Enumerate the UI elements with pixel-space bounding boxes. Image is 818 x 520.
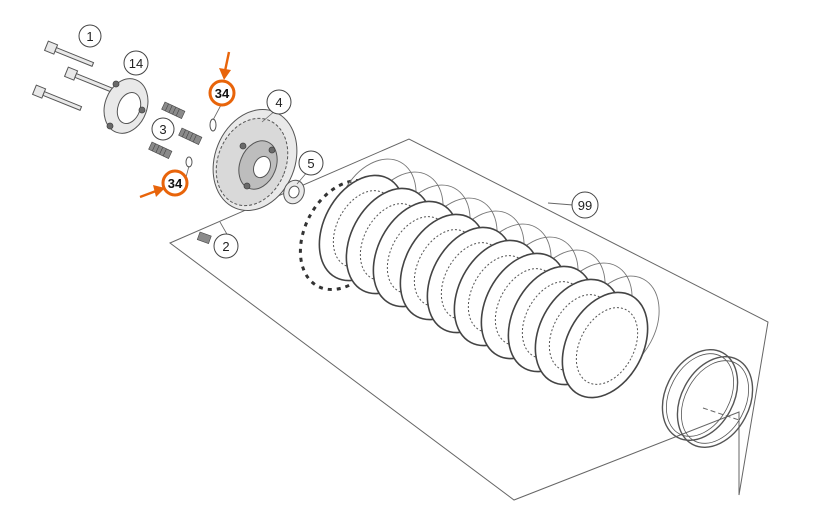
bearing-5 (283, 179, 305, 205)
svg-text:2: 2 (222, 239, 229, 254)
svg-text:14: 14 (129, 56, 143, 71)
callout-34-left: 34 (161, 169, 189, 197)
svg-text:34: 34 (215, 86, 230, 101)
svg-text:3: 3 (159, 122, 166, 137)
highlight-arrow-left (139, 185, 165, 199)
cover-plate-14 (103, 78, 149, 134)
friction-plate (561, 291, 649, 399)
small-spring-2 (196, 231, 212, 245)
callout-5: 5 (298, 150, 324, 176)
callout-1: 1 (78, 24, 102, 48)
callout-99: 99 (571, 191, 599, 219)
callout-2: 2 (213, 233, 239, 259)
clutch-basket-4 (212, 109, 298, 211)
clutch-plate-stack (298, 158, 660, 399)
callout-34-top: 34 (208, 79, 236, 107)
bolt-set-1 (31, 40, 115, 111)
callout-3: 3 (151, 117, 175, 141)
o-ring-small-a (209, 118, 217, 132)
svg-text:34: 34 (168, 176, 183, 191)
highlight-arrow-top (219, 51, 231, 80)
callout-4: 4 (266, 89, 292, 115)
dash-axis (702, 407, 740, 421)
retaining-rings (661, 349, 754, 448)
svg-text:1: 1 (86, 29, 93, 44)
svg-text:99: 99 (578, 198, 592, 213)
svg-text:5: 5 (307, 156, 314, 171)
callout-14: 14 (123, 50, 149, 76)
svg-text:4: 4 (275, 95, 282, 110)
o-ring-small-b (185, 156, 193, 168)
kit-outline-leader (547, 202, 574, 206)
springs-3 (148, 101, 203, 159)
